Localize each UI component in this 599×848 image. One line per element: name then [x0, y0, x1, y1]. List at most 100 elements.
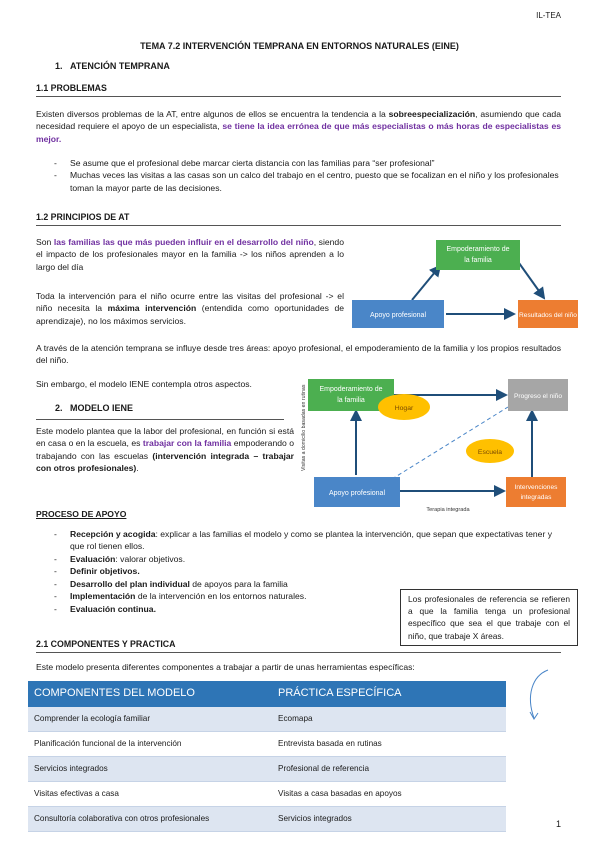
modelo-text-a: Este modelo plantea que la labor del pro…	[36, 426, 294, 449]
list-item: Desarrollo del plan individual de apoyos…	[36, 578, 561, 591]
proceso-item-text: de la intervención en los entornos natur…	[135, 591, 307, 602]
modelo-paragraph: Este modelo plantea que la labor del pro…	[36, 425, 294, 475]
principios-text-b: , siendo el impacto de los profesionales…	[36, 237, 344, 272]
section-1-2-heading: 1.2 PRINCIPIOS DE AT	[36, 211, 561, 226]
section-2-title: MODELO IENE	[70, 403, 134, 413]
principios-paragraph-2: Toda la intervención para el niño ocurre…	[36, 290, 344, 327]
proceso-item-bold: Desarrollo del plan individual	[70, 578, 190, 589]
proceso-item-bold: Recepción y acogida	[70, 529, 156, 539]
section-2-heading: 2. MODELO IENE	[55, 402, 133, 415]
dashed-link	[391, 406, 509, 480]
escuela-bubble: Escuela	[466, 439, 514, 463]
proceso-list: Recepción y acogida: explicar a las fami…	[36, 528, 561, 616]
principios-text-a: Son	[36, 237, 54, 247]
bottom-label: Terapia integrada	[426, 507, 470, 513]
principios-paragraph-1: Son las familias las que más pueden infl…	[36, 236, 344, 273]
principios-paragraph-3: A través de la atención temprana se infl…	[36, 343, 561, 366]
node-resultados-label: Resultados del niño	[519, 312, 577, 319]
modelo-text-b: empoderando o trabajando con las escuela…	[36, 438, 294, 461]
node-apoyo-label: Apoyo profesional	[370, 312, 426, 319]
curved-arrow-icon	[529, 669, 549, 720]
table-cell: Ecomapa	[272, 706, 506, 732]
node-progreso: Progreso el niño	[508, 379, 568, 411]
componentes-intro: Este modelo presenta diferentes componen…	[36, 662, 415, 672]
iene-model-diagram: Empoderamiento de la familia Progreso el…	[301, 379, 568, 513]
arrow-left-to-top	[411, 264, 442, 301]
list-item: Implementación de la intervención en los…	[36, 590, 561, 603]
list-item: Muchas veces las visitas a las casas son…	[36, 169, 561, 194]
table-header-row: COMPONENTES DEL MODELO PRÁCTICA ESPECÍFI…	[28, 681, 506, 707]
node-empoderamiento-line-2: la familia	[464, 257, 492, 264]
principios-paragraph-4: Sin embargo, el modelo IENE contempla ot…	[36, 379, 252, 389]
column-header-practica: PRÁCTICA ESPECÍFICA	[272, 681, 506, 707]
problemas-text-b: , asumiendo que cada necesidad requiere …	[36, 109, 561, 132]
table-cell: Profesional de referencia	[272, 756, 506, 782]
node-apoyo-iene-label: Apoyo profesional	[329, 490, 385, 497]
hogar-bubble: Hogar	[378, 394, 430, 420]
table-cell: Visitas a casa basadas en apoyos	[272, 781, 506, 807]
list-item: Se asume que el profesional debe marcar …	[36, 157, 561, 170]
table-row: Visitas efectivas a casa Visitas a casa …	[28, 781, 506, 807]
proceso-heading: PROCESO DE APOYO	[36, 509, 127, 519]
page-number: 1	[555, 819, 561, 829]
hogar-label: Hogar	[395, 405, 414, 412]
section-2-1-heading: 2.1 COMPONENTES Y PRACTICA	[36, 638, 561, 653]
list-item: Evaluación continua.	[36, 603, 561, 616]
modelo-bold: (intervención integrada – trabajar con o…	[36, 450, 294, 474]
proceso-item-bold: Evaluación continua.	[70, 603, 156, 614]
proceso-item-text: : valorar objetivos.	[115, 553, 186, 564]
principios2-bold: máxima intervención	[107, 303, 197, 314]
node-apoyo-iene: Apoyo profesional	[314, 477, 400, 507]
modelo-highlight: trabajar con la familia	[142, 438, 232, 449]
table-row: Consultoría colaborativa con otros profe…	[28, 806, 506, 832]
node-empoderamiento-line-1: Empoderamiento de	[446, 246, 509, 253]
section-1-heading: 1. ATENCIÓN TEMPRANA	[55, 60, 170, 73]
header-tag: IL-TEA	[536, 11, 561, 20]
node-apoyo-profesional: Apoyo profesional	[352, 300, 444, 328]
column-header-componentes: COMPONENTES DEL MODELO	[28, 681, 272, 707]
node-intervenciones: Intervenciones integradas	[506, 477, 566, 507]
proceso-item-bold: Implementación	[70, 591, 136, 602]
section-1-number: 1.	[55, 61, 63, 71]
proceso-item-bold: Evaluación	[70, 553, 116, 564]
problemas-list: Se asume que el profesional debe marcar …	[36, 157, 561, 194]
componentes-table: COMPONENTES DEL MODELO PRÁCTICA ESPECÍFI…	[28, 681, 506, 832]
at-triangle-diagram: Empoderamiento de la familia Apoyo profe…	[352, 240, 578, 328]
section-1-1-heading: 1.1 PROBLEMAS	[36, 82, 561, 97]
document-title: TEMA 7.2 INTERVENCIÓN TEMPRANA EN ENTORN…	[140, 41, 459, 51]
table-cell: Planificación funcional de la intervenci…	[28, 731, 272, 757]
table-cell: Comprender la ecología familiar	[28, 706, 272, 732]
section-1-title: ATENCIÓN TEMPRANA	[70, 61, 170, 71]
section-2-rule	[36, 419, 284, 420]
problemas-highlight: se tiene la idea errónea de que más espe…	[36, 121, 561, 144]
escuela-label: Escuela	[478, 449, 502, 456]
node-intervenciones-line-2: integradas	[521, 494, 552, 501]
problemas-bold: sobreespecialización	[388, 109, 476, 119]
table-cell: Visitas efectivas a casa	[28, 781, 272, 807]
profesional-referencia-callout: Los profesionales de referencia se refie…	[400, 589, 578, 646]
node-intervenciones-line-1: Intervenciones	[515, 484, 559, 491]
list-item: Evaluación: valorar objetivos.	[36, 553, 561, 566]
proceso-item-text: : explicar a las familias el modelo y co…	[70, 529, 552, 552]
problemas-text-a: Existen diversos problemas de la AT, ent…	[36, 109, 389, 119]
section-2-number: 2.	[55, 403, 63, 413]
principios2-text-a: Toda la intervención para el niño ocurre…	[36, 291, 344, 314]
node-empoderamiento: Empoderamiento de la familia	[436, 240, 520, 270]
problemas-paragraph: Existen diversos problemas de la AT, ent…	[36, 108, 561, 145]
proceso-item-bold: Definir objetivos.	[70, 566, 140, 577]
table-cell: Consultoría colaborativa con otros profe…	[28, 806, 272, 832]
node-empoderamiento-iene-line-1: Empoderamiento de	[319, 386, 382, 393]
table-cell: Servicios integrados	[272, 806, 506, 832]
node-resultados: Resultados del niño	[518, 300, 578, 328]
table-row: Servicios integrados Profesional de refe…	[28, 756, 506, 782]
proceso-item-text: de apoyos para la familia	[189, 578, 288, 589]
list-item: Definir objetivos.	[36, 565, 561, 578]
node-empoderamiento-iene-line-2: la familia	[337, 397, 365, 404]
node-progreso-label: Progreso el niño	[514, 393, 562, 400]
principios2-text-b: (entendida como oportunidades de aprendi…	[36, 303, 344, 326]
list-item: Recepción y acogida: explicar a las fami…	[36, 528, 561, 553]
table-row: Planificación funcional de la intervenci…	[28, 731, 506, 757]
table-row: Comprender la ecología familiar Ecomapa	[28, 706, 506, 732]
table-cell: Entrevista basada en rutinas	[272, 731, 506, 757]
principios-highlight: las familias las que más pueden influir …	[53, 237, 314, 247]
